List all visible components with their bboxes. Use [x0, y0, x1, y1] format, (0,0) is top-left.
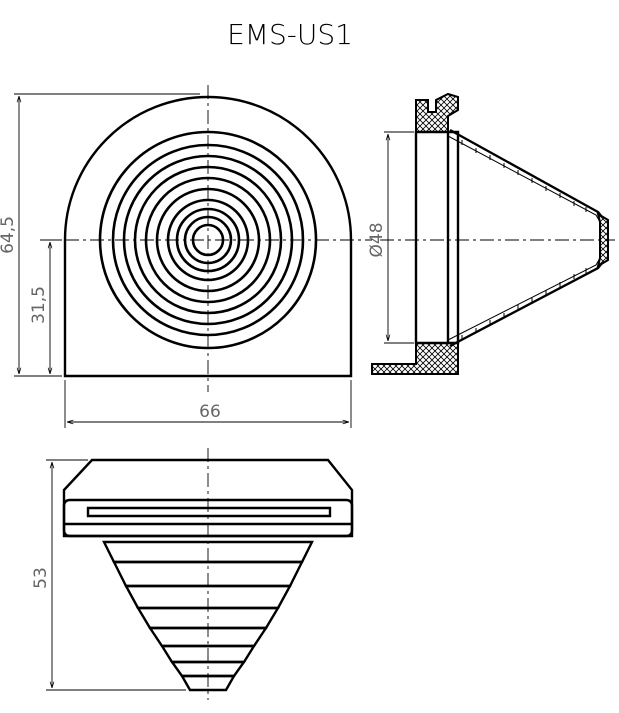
top-view: 53	[31, 448, 354, 700]
diameter-dimension: Ø48	[367, 222, 387, 257]
overall-height-dimension: 64,5	[0, 216, 18, 254]
width-dimension: 66	[199, 402, 221, 422]
depth-dimension: 53	[31, 567, 51, 589]
lower-flange-section	[371, 342, 459, 375]
front-view: 64,5 31,5 66	[0, 85, 372, 428]
side-section-view: Ø48	[367, 92, 615, 375]
front-view-outline	[63, 95, 353, 378]
flange-plate	[62, 498, 354, 538]
sleeve-body	[414, 130, 460, 345]
cone-outline	[449, 128, 608, 348]
top-rim	[62, 458, 354, 538]
center-height-dimension: 31,5	[29, 286, 49, 324]
stepped-cone	[102, 540, 314, 692]
cone-tip-section	[596, 211, 609, 269]
drawing-title: EMS-US1	[227, 18, 353, 51]
upper-flange-section	[415, 92, 459, 133]
